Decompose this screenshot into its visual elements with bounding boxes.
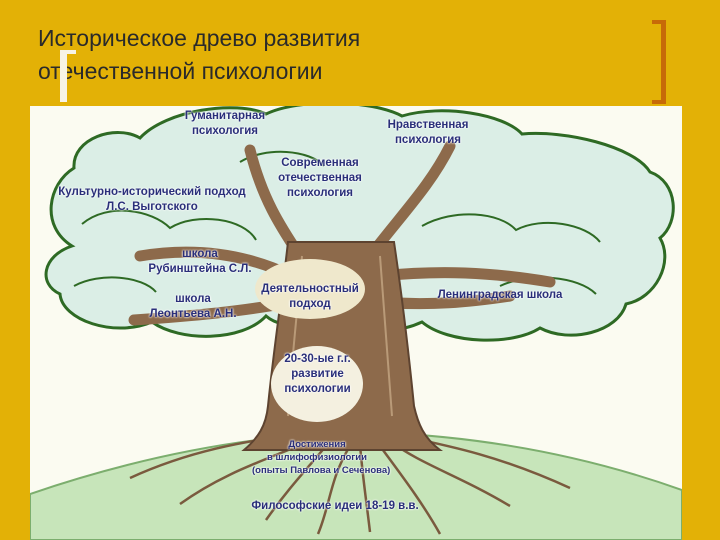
label-philosophical-ideas: Философские идеи 18-19 в.в.: [251, 500, 419, 512]
label-physiology-achievements: Достижения в шлифофизиологии (опыты Павл…: [252, 439, 391, 476]
label-20th-century-development: 20-30-ые г.г. развитие психологии: [284, 353, 351, 395]
label-modern-psychology: Современная отечественная психология: [278, 157, 362, 199]
slide-title-line-2: отечественной психологии: [38, 58, 323, 84]
tree-picture: Гуманитарная психология Нравственная пси…: [30, 106, 682, 540]
slide-title-line-1: Историческое древо развития: [38, 25, 361, 51]
label-cultural-historical-approach: Культурно-исторический подход Л.С. Выгот…: [58, 186, 246, 213]
label-leontiev-school: школа Леонтьева А.Н.: [149, 293, 237, 320]
trunk-label-patch-lower: [271, 346, 363, 422]
label-humanistic-psychology: Гуманитарная психология: [184, 110, 266, 137]
label-rubinstein-school: школа Рубинштейна С.Л.: [148, 248, 252, 275]
tree-illustration: [30, 106, 682, 540]
label-activity-approach: Деятельностный подход: [261, 283, 359, 310]
label-leningrad-school: Ленинградская школа: [437, 289, 563, 301]
slide-title: Историческое древо развития отечественно…: [38, 22, 598, 88]
label-moral-psychology: Нравственная психология: [387, 119, 469, 146]
trunk-label-patch-upper: [255, 259, 365, 319]
right-bracket-decoration: [652, 20, 666, 104]
left-bracket-decoration: [60, 50, 76, 102]
